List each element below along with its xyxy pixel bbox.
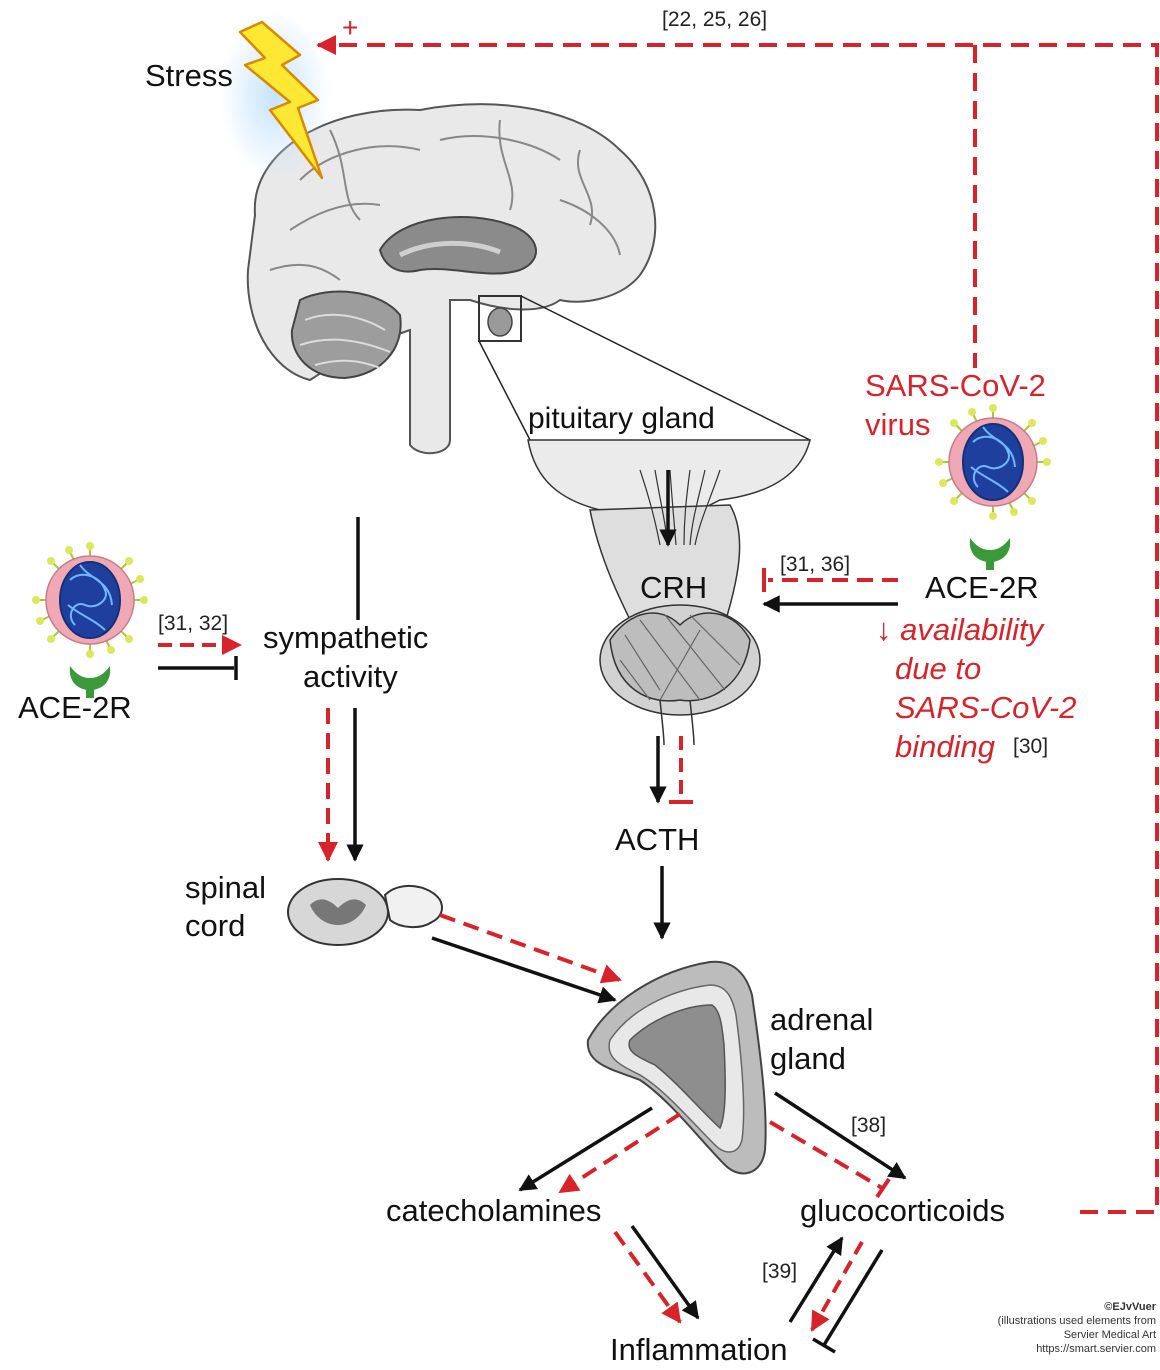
image-credit: ©EJvVuer (illustrations used elements fr…	[998, 1300, 1156, 1356]
lightning-bolt-icon	[220, 10, 330, 180]
label-glucocorticoids: glucocorticoids	[800, 1193, 1005, 1229]
adrenal-gland-illustration	[588, 962, 766, 1174]
label-sympathetic: sympathetic	[263, 620, 428, 656]
spinal-to-adrenal-arrows	[432, 915, 620, 1000]
credit-line-1: ©EJvVuer	[998, 1300, 1156, 1314]
ref-30: [30]	[1013, 735, 1048, 759]
sympathetic-to-spinal-arrows	[328, 708, 355, 860]
credit-line-4: https://smart.servier.com	[998, 1342, 1156, 1356]
inflammation-glucocorticoids-arrows	[790, 1238, 882, 1352]
label-ace2r-right: ACE-2R	[925, 570, 1039, 606]
ace2-receptor-icon-right	[970, 538, 1010, 570]
label-sars-cov-2: SARS-CoV-2	[865, 368, 1046, 404]
label-adrenal: adrenal	[770, 1002, 873, 1038]
label-pituitary-gland: pituitary gland	[528, 402, 715, 436]
label-virus: virus	[865, 407, 930, 443]
sars-cov-2-virus-icon-right	[935, 404, 1051, 520]
credit-line-3: Servier Medical Art	[998, 1328, 1156, 1342]
label-activity: activity	[303, 659, 398, 695]
pituitary-to-acth-arrows	[658, 736, 693, 802]
ref-38: [38]	[851, 1114, 886, 1138]
label-sars-binding: SARS-CoV-2	[895, 690, 1076, 726]
label-acth: ACTH	[615, 822, 699, 858]
ref-stress: [22, 25, 26]	[662, 8, 767, 32]
label-ace2r-left: ACE-2R	[18, 690, 132, 726]
label-catecholamines: catecholamines	[386, 1193, 601, 1229]
plus-sign: +	[342, 12, 358, 44]
ref-31-36: [31, 36]	[780, 553, 850, 577]
label-spinal: spinal	[185, 870, 266, 906]
label-inflammation: Inflammation	[610, 1332, 787, 1368]
label-crh: CRH	[640, 570, 707, 606]
catecholamines-to-inflammation-arrows	[615, 1226, 698, 1322]
sars-cov-2-virus-icon-left	[32, 542, 148, 658]
adrenal-to-catecholamines-arrows	[520, 1108, 680, 1192]
ref-39: [39]	[762, 1260, 797, 1284]
label-cord: cord	[185, 908, 245, 944]
ace2r-to-sympathetic-arrows	[158, 645, 240, 680]
credit-line-2: (illustrations used elements from	[998, 1314, 1156, 1328]
label-gland: gland	[770, 1041, 846, 1077]
spinal-cord-illustration	[288, 879, 442, 945]
adrenal-to-glucocorticoids-arrows	[770, 1093, 905, 1197]
label-binding: binding	[895, 729, 995, 765]
label-due-to: due to	[895, 651, 981, 687]
ref-31-32: [31, 32]	[158, 612, 228, 636]
label-stress: Stress	[145, 58, 233, 94]
label-availability: ↓ availability	[876, 612, 1043, 648]
